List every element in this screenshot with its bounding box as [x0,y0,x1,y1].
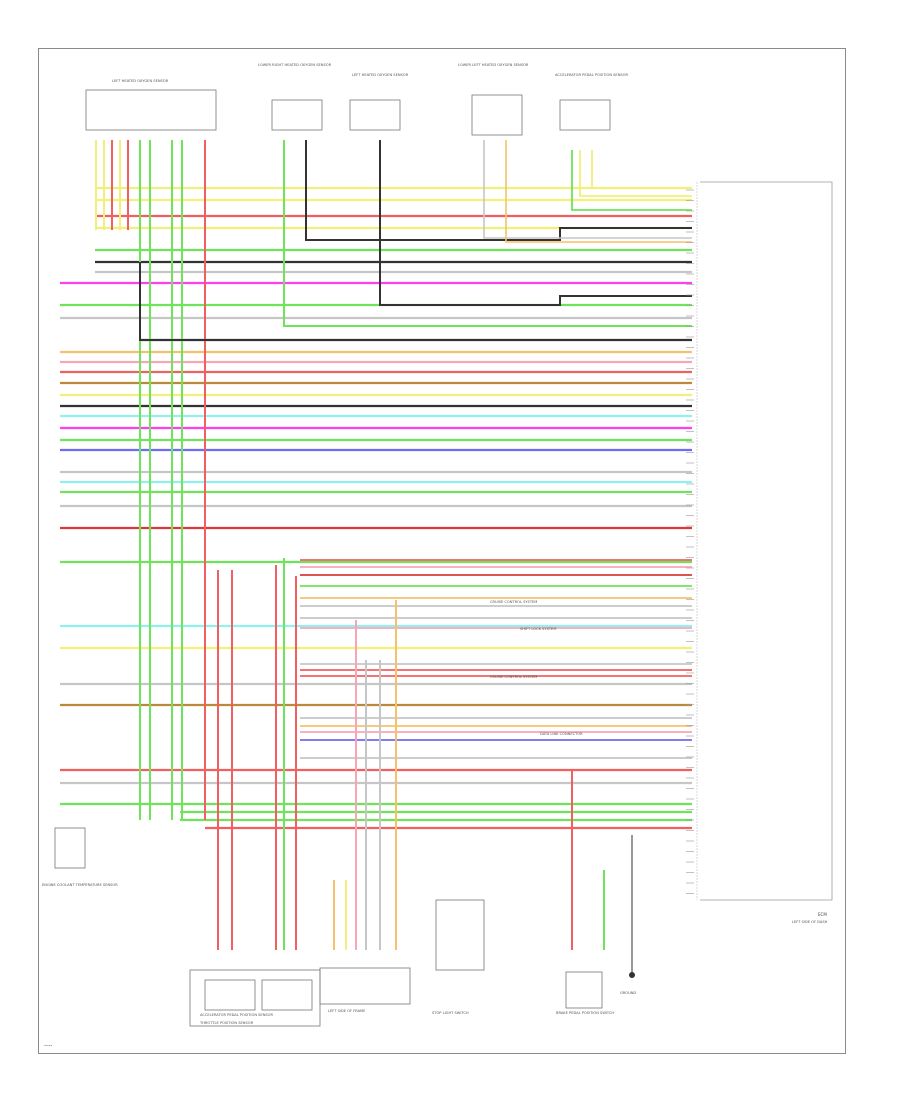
sensor-wire-g [579,150,692,197]
bottom-component-5: BRAKE PEDAL POSITION SWITCH [556,1011,614,1015]
bottom-component-3: LEFT SIDE OF FRAME [328,1009,366,1013]
sensor-box-4 [559,99,611,131]
sensor-wire-a [305,140,692,241]
sensor-wire-h [591,150,692,189]
sensor-wire-d [483,140,692,239]
top-component-5: ACCELERATOR PEDAL POSITION SENSOR [555,73,628,77]
reference-1: CRUISE CONTROL SYSTEM [490,600,537,604]
bottom-component-4: STOP LIGHT SWITCH [432,1011,469,1015]
connector-accelerator-top [85,89,217,131]
app-sensor-inner-2 [261,979,313,1011]
coolant-sensor-box [54,827,86,869]
app-sensor-inner-1 [204,979,256,1011]
diagram-frame [38,48,846,1054]
page-code: •••• [44,1044,52,1048]
wires-group [60,140,692,975]
sensor-wire-b [379,140,692,306]
sensor-wire-f [571,150,692,211]
top-component-4: LOWER LEFT HEATED OXYGEN SENSOR [458,63,529,67]
sensor-box-1 [271,99,323,131]
bottom-component-2: THROTTLE POSITION SENSOR [199,1021,254,1025]
sensor-box-3 [471,94,523,136]
decor-group [54,89,694,1027]
reference-4: DATA LINK CONNECTOR [540,732,583,736]
top-component-2: LOWER RIGHT HEATED OXYGEN SENSOR [258,63,332,67]
bottom-component-1: ACCELERATOR PEDAL POSITION SENSOR [200,1013,273,1017]
ground-symbol [629,972,635,978]
sensor-wire-e [505,140,692,243]
left-component-label: ENGINE COOLANT TEMPERATURE SENSOR [42,883,118,887]
frame-connector-box [319,967,411,1005]
brake-switch-box [565,971,603,1009]
stop-light-switch-box [435,899,485,971]
sensor-box-2 [349,99,401,131]
ecm-label: ECM [818,912,827,917]
reference-3: CRUISE CONTROL SYSTEM [490,675,537,679]
ecm-sub-label: LEFT SIDE OF DASH [792,920,828,924]
sensor-wire-i [139,262,692,341]
bottom-component-6: GROUND [620,991,636,995]
ecm-module [696,181,833,901]
top-component-3: LEFT HEATED OXYGEN SENSOR [352,73,409,77]
top-component-1: LEFT HEATED OXYGEN SENSOR [112,79,169,83]
reference-2: SHIFT LOCK SYSTEM [520,627,556,631]
sensor-wire-c [283,140,692,327]
